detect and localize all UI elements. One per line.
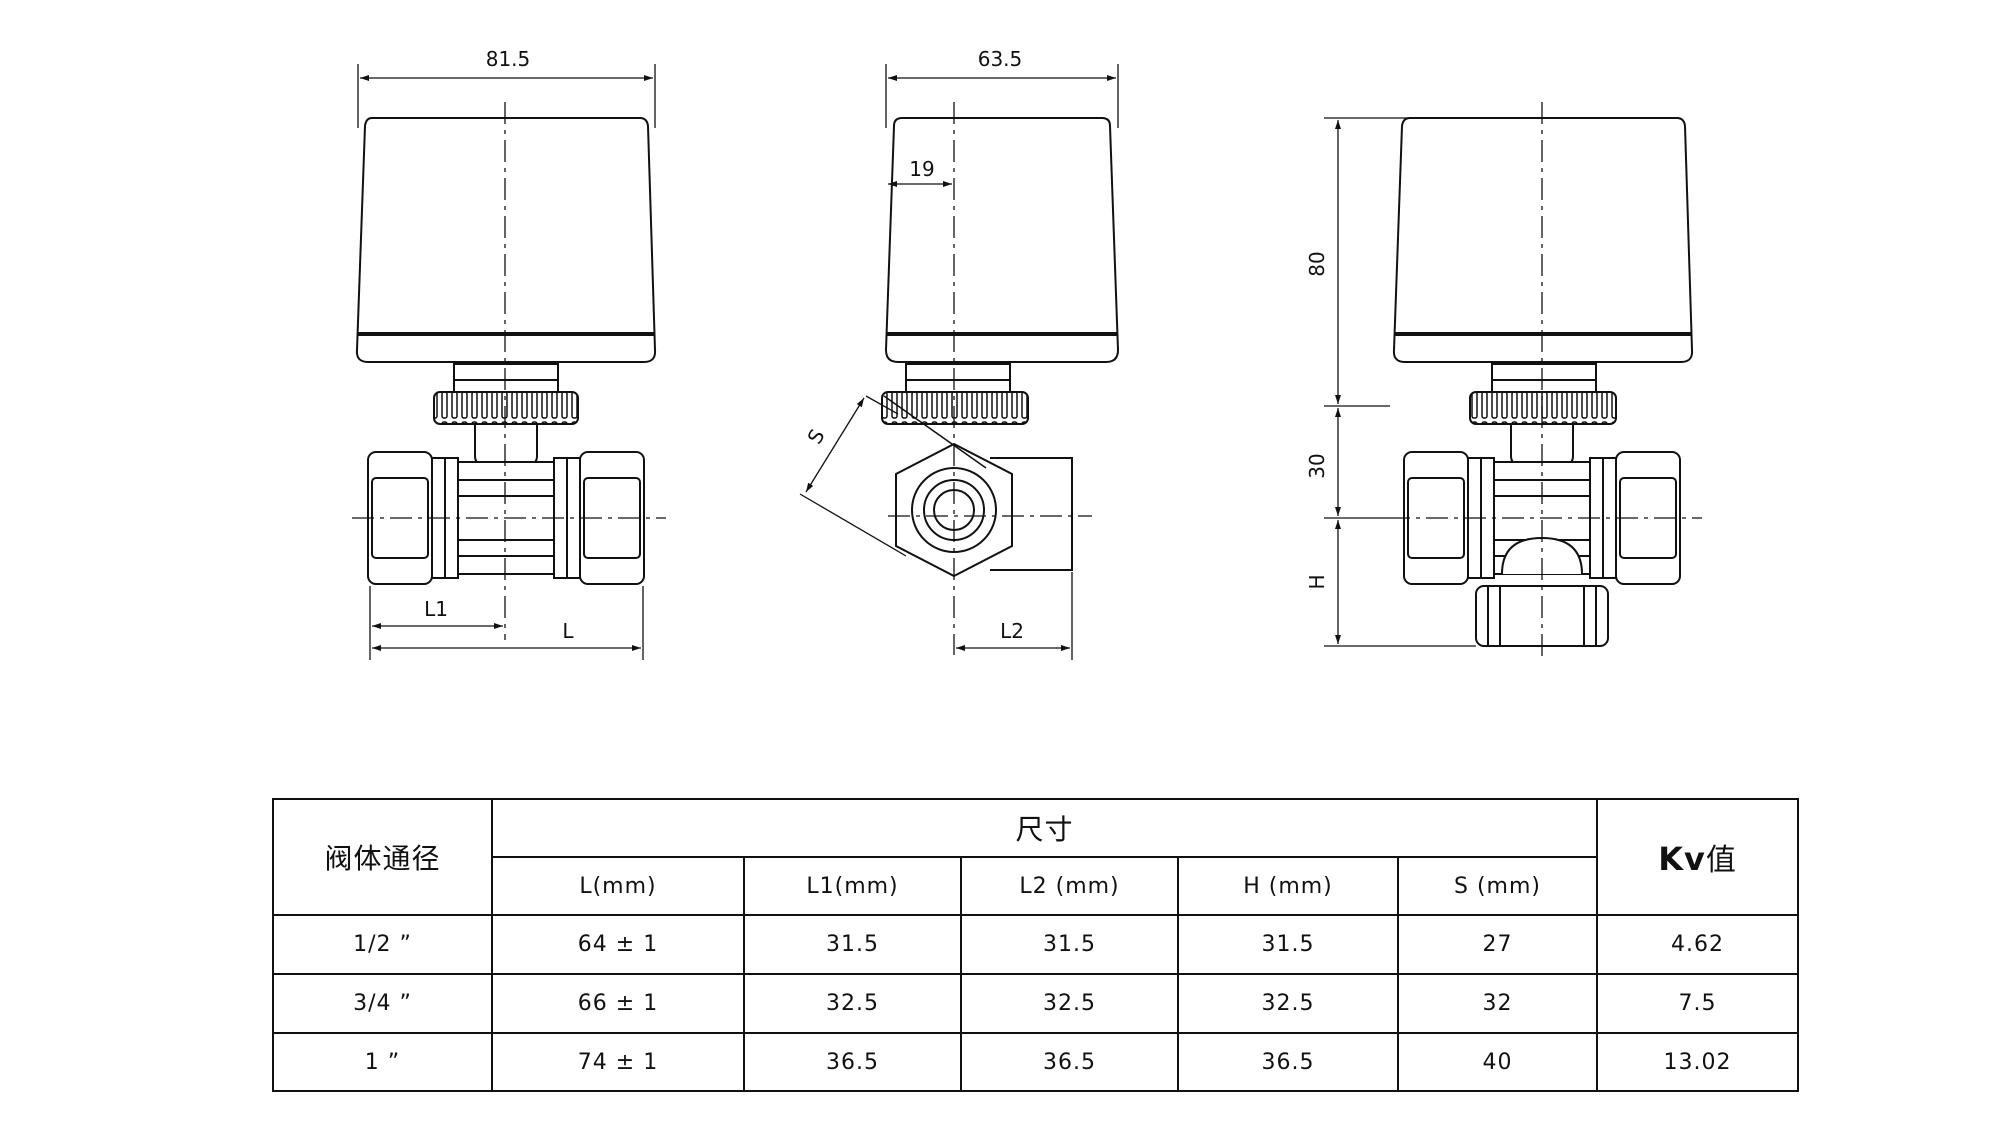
front-view <box>352 64 666 660</box>
header-bore: 阀体通径 <box>272 798 493 916</box>
dim-front-width: 81.5 <box>486 47 531 71</box>
cell-kv: 13.02 <box>1596 1032 1800 1092</box>
cell-bore: 1/2 ” <box>272 914 493 975</box>
dimension-spec-table: 阀体通径 尺寸 Kv值 L(mm) L1(mm) L2 (mm) H (mm) … <box>272 798 1800 1092</box>
cell-L2: 31.5 <box>960 914 1179 975</box>
cell-L1: 32.5 <box>743 973 962 1034</box>
cell-S: 32 <box>1396 973 1599 1034</box>
dim-height-30: 30 <box>1305 453 1329 478</box>
cell-kv: 7.5 <box>1596 973 1800 1034</box>
column-header: L1(mm) <box>743 856 962 916</box>
column-header: S (mm) <box>1396 856 1599 916</box>
cell-bore: 1 ” <box>272 1032 493 1092</box>
column-header: L(mm) <box>491 856 745 916</box>
dim-label-L: L <box>562 619 574 643</box>
dim-label-H: H <box>1305 574 1329 589</box>
cell-L1: 36.5 <box>743 1032 962 1092</box>
cell-L2: 32.5 <box>960 973 1179 1034</box>
cell-L2: 36.5 <box>960 1032 1179 1092</box>
table-row: 3/4 ” 66 ± 1 32.5 32.5 32.5 32 7.5 <box>272 973 1800 1034</box>
cell-L: 66 ± 1 <box>491 973 745 1034</box>
table-row: 1 ” 74 ± 1 36.5 36.5 36.5 40 13.02 <box>272 1032 1800 1092</box>
column-header: H (mm) <box>1177 856 1399 916</box>
three-way-view <box>1324 102 1702 662</box>
header-kv: Kv值 <box>1596 798 1800 916</box>
cell-H: 36.5 <box>1177 1032 1399 1092</box>
side-view <box>799 64 1120 660</box>
cell-H: 31.5 <box>1177 914 1399 975</box>
column-header: L2 (mm) <box>960 856 1179 916</box>
cell-H: 32.5 <box>1177 973 1399 1034</box>
dim-height-80: 80 <box>1305 251 1329 276</box>
table-row: 1/2 ” 64 ± 1 31.5 31.5 31.5 27 4.62 <box>272 914 1800 975</box>
cell-L: 64 ± 1 <box>491 914 745 975</box>
header-kv-suffix: 值 <box>1705 843 1737 878</box>
cell-L: 74 ± 1 <box>491 1032 745 1092</box>
cell-L1: 31.5 <box>743 914 962 975</box>
valve-technical-drawing: 81.5 L1 L 63.5 19 S L2 <box>352 47 1702 662</box>
cell-kv: 4.62 <box>1596 914 1800 975</box>
cell-S: 40 <box>1396 1032 1599 1092</box>
dim-side-width: 63.5 <box>978 47 1023 71</box>
header-kv-text: Kv <box>1658 840 1706 878</box>
cell-S: 27 <box>1396 914 1599 975</box>
dim-label-L2: L2 <box>1000 619 1024 643</box>
cell-bore: 3/4 ” <box>272 973 493 1034</box>
header-size: 尺寸 <box>490 798 1599 858</box>
dim-label-L1: L1 <box>424 597 448 621</box>
dim-side-offset: 19 <box>909 157 934 181</box>
dim-label-S: S <box>802 425 829 448</box>
